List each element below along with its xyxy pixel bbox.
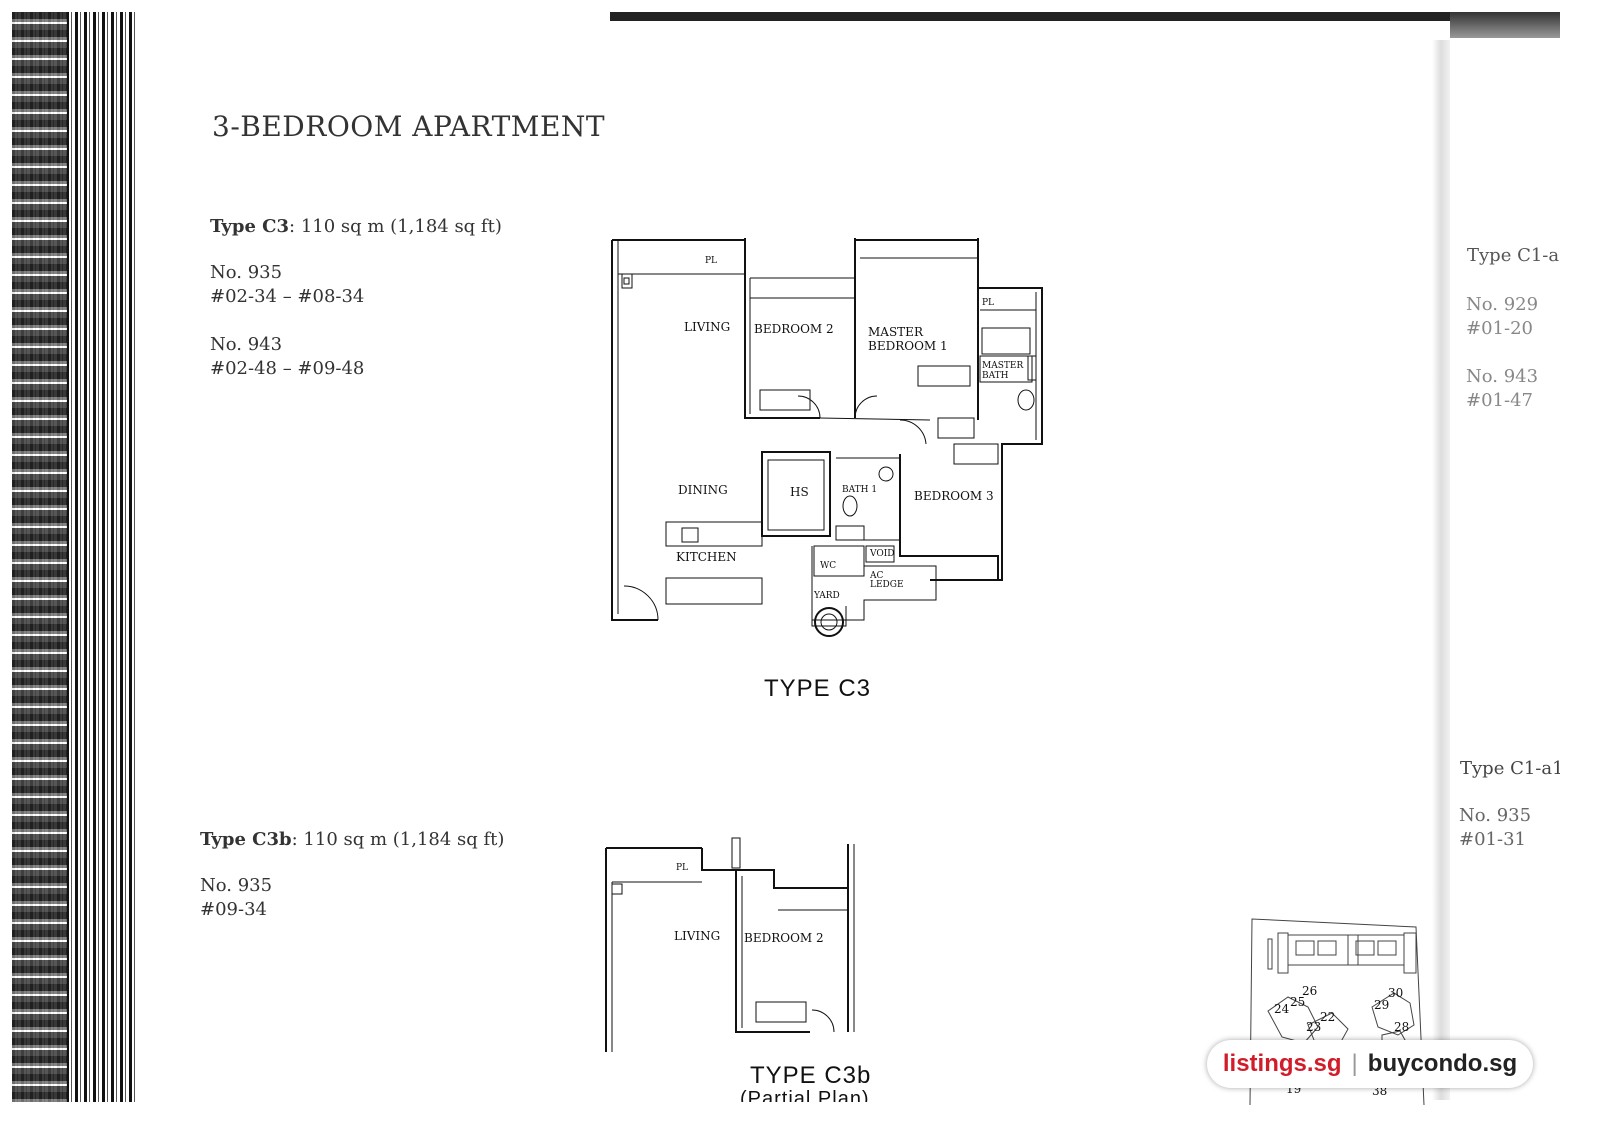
c3-bedroom3-label: BEDROOM 3 xyxy=(914,489,994,503)
c3b-type-label: Type C3b xyxy=(200,829,292,850)
site-num-29: 29 xyxy=(1374,998,1389,1012)
right-type1-unit2: #01-47 xyxy=(1466,390,1533,411)
c3-master-label-2: BEDROOM 1 xyxy=(868,339,948,353)
right-type1-unit1: #01-20 xyxy=(1466,318,1533,339)
right-type2-info: No. 935 #01-31 xyxy=(1459,804,1531,852)
c3b-units1: #09-34 xyxy=(200,899,267,920)
right-type1-block1: No. 929 #01-20 No. 943 #01-47 xyxy=(1466,293,1538,413)
watermark-listings: listings.sg xyxy=(1222,1050,1342,1077)
c3b-plan-caption: TYPE C3b xyxy=(750,1062,872,1089)
c3-plan-caption: TYPE C3 xyxy=(764,675,872,702)
c3-block2: No. 943 xyxy=(210,334,283,355)
c3-yard-label: YARD xyxy=(813,591,840,601)
right-type1-block2: No. 943 xyxy=(1466,366,1539,387)
c3b-floor-plan: PL LIVING BEDROOM 2 xyxy=(605,837,855,1052)
right-type2-block1: No. 935 xyxy=(1459,805,1532,826)
c3-wc-label: WC xyxy=(820,561,836,571)
watermark-separator: | xyxy=(1351,1050,1358,1077)
c3-units1: #02-34 – #08-34 xyxy=(210,286,365,307)
scan-corner-edge xyxy=(1450,12,1560,38)
site-plan-fragment: 26 25 24 23 22 30 29 28 19 38 xyxy=(1249,918,1425,1105)
c3-bedroom2-label: BEDROOM 2 xyxy=(754,322,834,336)
c3b-bedroom2-label: BEDROOM 2 xyxy=(744,931,824,945)
c3b-block1: No. 935 xyxy=(200,875,273,896)
c3-hs-label: HS xyxy=(790,485,809,499)
c3-type-label: Type C3 xyxy=(210,216,290,237)
right-type2-unit1: #01-31 xyxy=(1459,829,1526,850)
c3-ac-label-1: AC xyxy=(869,571,883,581)
c3-bath1-label: BATH 1 xyxy=(842,485,877,495)
c3-area: : 110 sq m (1,184 sq ft) xyxy=(289,216,502,237)
site-num-22: 22 xyxy=(1320,1010,1335,1024)
c3-kitchen-label: KITCHEN xyxy=(676,550,737,564)
watermark-buycondo: buycondo.sg xyxy=(1367,1050,1518,1077)
site-num-30: 30 xyxy=(1388,986,1403,1000)
book-spine-edge xyxy=(12,12,67,1102)
page-fold-shadow xyxy=(1432,40,1450,1100)
c3-pl-label: PL xyxy=(705,256,717,266)
c3b-pl-label: PL xyxy=(676,863,688,873)
watermark-badge: listings.sg | buycondo.sg xyxy=(1207,1040,1533,1088)
site-num-25: 25 xyxy=(1290,995,1305,1009)
c3-floor-plan: PL LIVING BEDROOM 2 MASTER BEDROOM 1 PL … xyxy=(611,238,1043,637)
c3-master-label-1: MASTER xyxy=(868,325,924,339)
c3-ac-label-2: LEDGE xyxy=(870,580,904,590)
c3-void-label: VOID xyxy=(869,549,895,559)
scan-top-edge xyxy=(610,12,1560,21)
c3-info: Type C3: 110 sq m (1,184 sq ft) No. 935 … xyxy=(210,215,502,381)
c3b-plan-subcaption: (Partial Plan) xyxy=(740,1088,870,1102)
c3-dining-label: DINING xyxy=(678,483,728,497)
right-type1-block1-text: No. 929 xyxy=(1466,294,1539,315)
right-type1-label: Type C1-a xyxy=(1467,245,1560,266)
page-title: 3-BEDROOM APARTMENT xyxy=(212,110,606,143)
c3-block1: No. 935 xyxy=(210,262,283,283)
c3b-area: : 110 sq m (1,184 sq ft) xyxy=(291,829,505,850)
c3b-info: Type C3b: 110 sq m (1,184 sq ft) No. 935… xyxy=(200,828,504,922)
c3b-living-label: LIVING xyxy=(674,929,720,943)
site-num-28: 28 xyxy=(1394,1020,1409,1034)
site-num-24: 24 xyxy=(1274,1002,1290,1016)
site-num-26: 26 xyxy=(1302,984,1317,998)
c3-units2: #02-48 – #09-48 xyxy=(210,358,365,379)
c3-living-label: LIVING xyxy=(684,320,730,334)
right-type2-label: Type C1-a1 xyxy=(1460,758,1560,779)
c3-master-pl-label: PL xyxy=(982,298,994,308)
c3-master-bath-label-1: MASTER xyxy=(982,361,1023,371)
c3-master-bath-label-2: BATH xyxy=(982,371,1009,381)
site-num-23: 23 xyxy=(1306,1020,1321,1034)
